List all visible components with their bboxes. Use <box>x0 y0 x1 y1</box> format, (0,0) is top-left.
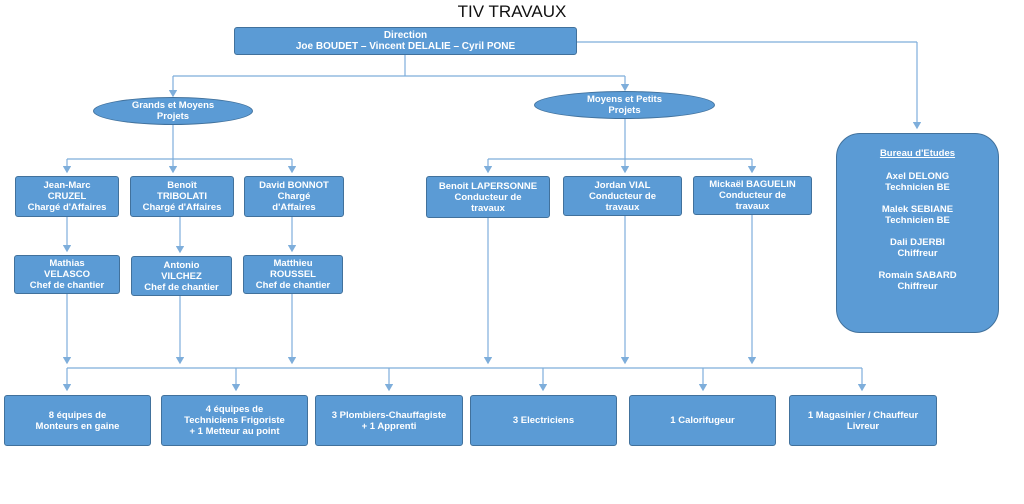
chef-box: Mathias VELASCO Chef de chantier <box>14 255 120 294</box>
bureau-member: Axel DELONG Technicien BE <box>885 171 950 193</box>
team-box: 1 Magasinier / Chauffeur Livreur <box>789 395 937 446</box>
team-box: 1 Calorifugeur <box>629 395 776 446</box>
chef-box: Matthieu ROUSSEL Chef de chantier <box>243 255 343 294</box>
team-box: 4 équipes de Techniciens Frigoriste + 1 … <box>161 395 308 446</box>
bureau-member: Dali DJERBI Chiffreur <box>890 237 945 259</box>
team-box: 8 équipes de Monteurs en gaine <box>4 395 151 446</box>
conducteur-box: Jordan VIAL Conducteur de travaux <box>563 176 682 216</box>
manager-box: Benoît TRIBOLATI Chargé d'Affaires <box>130 176 234 217</box>
manager-box: David BONNOT Chargé d'Affaires <box>244 176 344 217</box>
conducteur-box: Mickaël BAGUELIN Conducteur de travaux <box>693 176 812 215</box>
direction-box: Direction Joe BOUDET – Vincent DELALIE –… <box>234 27 577 55</box>
grands-projets-node: Grands et Moyens Projets <box>93 97 253 125</box>
petits-projets-node: Moyens et Petits Projets <box>534 91 715 119</box>
team-box: 3 Plombiers-Chauffagiste + 1 Apprenti <box>315 395 463 446</box>
conducteur-box: Benoit LAPERSONNE Conducteur de travaux <box>426 176 550 218</box>
chef-box: Antonio VILCHEZ Chef de chantier <box>131 256 232 296</box>
team-box: 3 Electriciens <box>470 395 617 446</box>
bureau-member: Romain SABARD Chiffreur <box>878 270 957 292</box>
chart-title: TIV TRAVAUX <box>457 2 567 21</box>
manager-box: Jean-Marc CRUZEL Chargé d'Affaires <box>15 176 119 217</box>
bureau-etudes-box: Bureau d'Etudes Axel DELONG Technicien B… <box>836 133 999 333</box>
bureau-title: Bureau d'Etudes <box>879 148 956 159</box>
bureau-member: Malek SEBIANE Technicien BE <box>881 204 954 226</box>
